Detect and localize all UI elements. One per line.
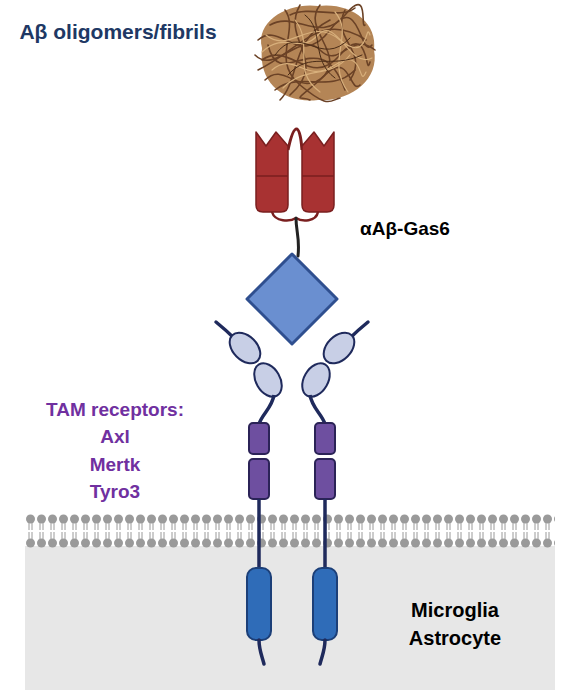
ig-domain bbox=[318, 327, 360, 369]
fibril-mass bbox=[261, 5, 375, 100]
gas6-domain bbox=[247, 254, 337, 344]
fibril-tangle bbox=[255, 5, 375, 102]
ig-domain bbox=[249, 358, 288, 401]
fn3-domain bbox=[315, 423, 335, 454]
antibody-arm bbox=[256, 132, 288, 212]
fn3-domain bbox=[249, 423, 269, 454]
lipid-bilayer bbox=[25, 514, 555, 548]
cell-cytoplasm: Microglia Astrocyte bbox=[25, 546, 555, 690]
linker bbox=[296, 218, 299, 256]
cell-type-label: Microglia Astrocyte bbox=[395, 596, 515, 652]
domain-divider bbox=[256, 175, 288, 177]
antibody-stem bbox=[272, 212, 318, 220]
antibody bbox=[256, 129, 334, 256]
fn3-domain bbox=[249, 459, 269, 499]
construct-label: αAβ-Gas6 bbox=[350, 216, 460, 242]
ig-domain bbox=[297, 358, 336, 401]
receptor-name: Tyro3 bbox=[30, 479, 200, 505]
fn3-domain bbox=[315, 459, 335, 499]
amyloid-label: Aβ oligomers/fibrils bbox=[18, 12, 218, 52]
receptor-family-label: TAM receptors: bbox=[30, 397, 200, 423]
receptor-name: Axl bbox=[30, 424, 200, 450]
domain-divider bbox=[302, 175, 334, 177]
antibody-arm bbox=[302, 132, 334, 212]
antibody-hinge bbox=[288, 129, 302, 150]
receptor-name: Mertk bbox=[30, 452, 200, 478]
ig-domain bbox=[224, 327, 266, 369]
